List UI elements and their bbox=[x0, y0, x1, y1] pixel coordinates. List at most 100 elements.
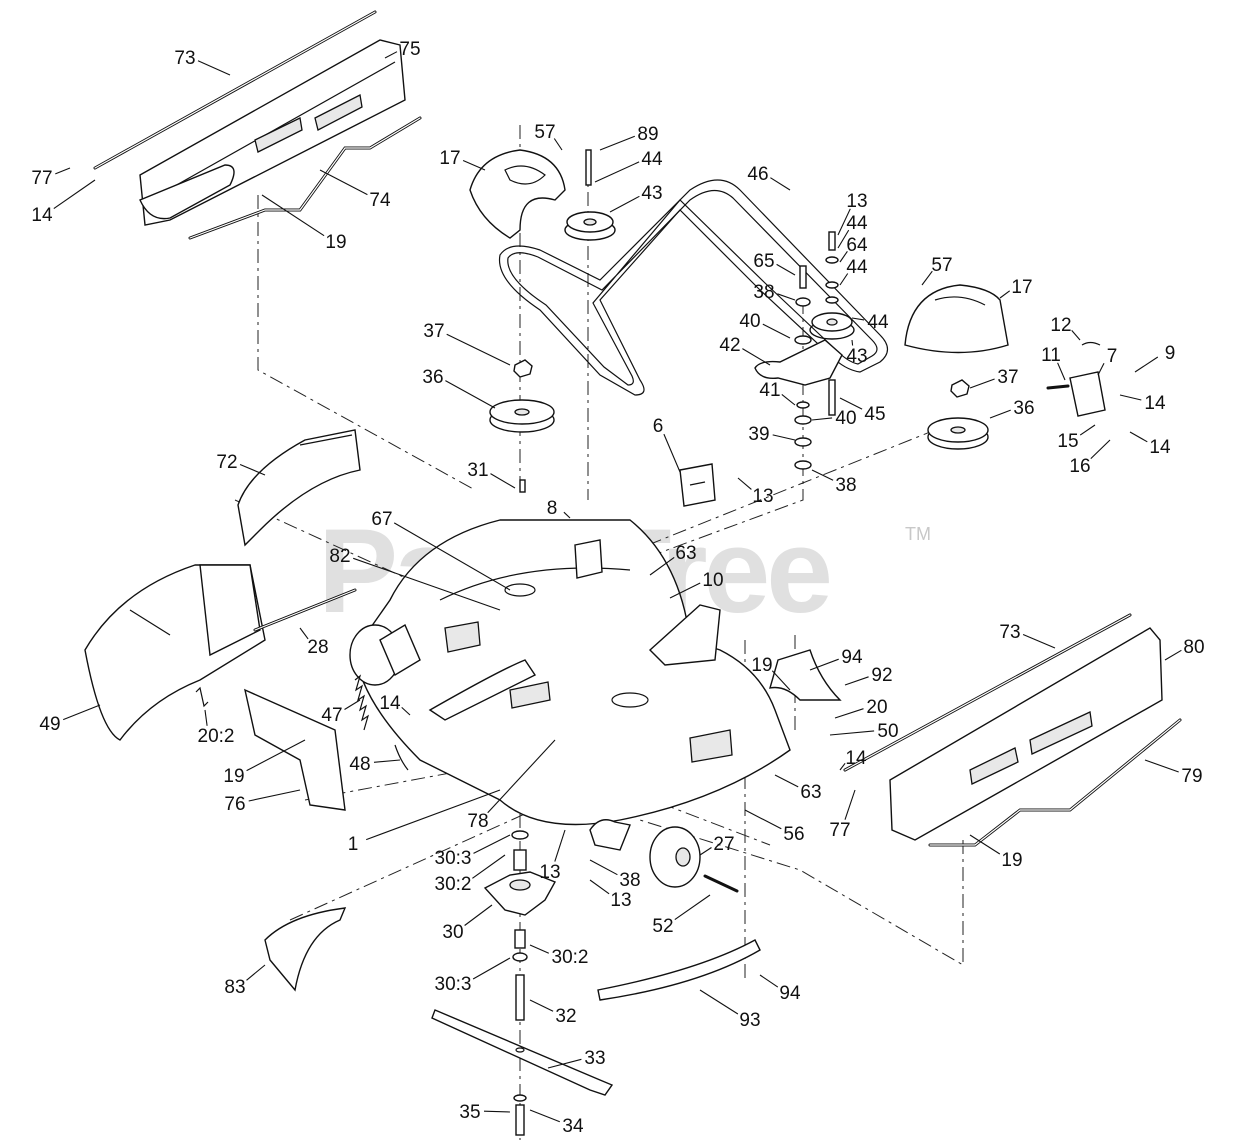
callout-leader-line bbox=[921, 270, 933, 286]
deflector-top bbox=[469, 149, 566, 239]
callout-label: 28 bbox=[307, 637, 328, 658]
callout-label: 14 bbox=[31, 205, 53, 226]
callout-leader-line bbox=[472, 854, 506, 879]
callout-73: 73 bbox=[999, 622, 1056, 649]
callout-label: 63 bbox=[800, 782, 821, 803]
callout-44: 44 bbox=[837, 213, 868, 249]
callout-label: 78 bbox=[467, 811, 488, 832]
discharge-chute-72 bbox=[237, 429, 361, 547]
callout-57: 57 bbox=[534, 122, 563, 151]
callout-leader-line bbox=[811, 417, 833, 421]
callout-leader-line bbox=[529, 999, 554, 1012]
callout-leader-line bbox=[839, 762, 846, 771]
baffle-93 bbox=[597, 939, 761, 1001]
callout-label: 15 bbox=[1057, 431, 1078, 452]
callout-label: 44 bbox=[867, 312, 889, 333]
callout-43: 43 bbox=[609, 183, 663, 213]
callout-leader-line bbox=[589, 879, 610, 895]
callout-label: 30:3 bbox=[435, 974, 472, 995]
callout-leader-line bbox=[774, 774, 799, 788]
spring-47 bbox=[195, 674, 370, 731]
callout-label: 16 bbox=[1069, 456, 1090, 477]
callout-leader-line bbox=[599, 135, 636, 151]
callout-leader-line bbox=[473, 834, 511, 854]
callout-leader-line bbox=[594, 161, 640, 183]
callout-leader-line bbox=[490, 473, 516, 489]
callout-label: 77 bbox=[829, 820, 850, 841]
callout-leader-line bbox=[839, 397, 863, 410]
callout-48: 48 bbox=[349, 754, 401, 775]
callout-leader-line bbox=[772, 434, 796, 441]
idler-arm-bracket bbox=[754, 339, 843, 386]
callout-leader-line bbox=[1134, 356, 1159, 373]
callout-41: 41 bbox=[759, 380, 796, 406]
callout-label: 30:3 bbox=[435, 848, 472, 869]
callout-label: 31 bbox=[467, 460, 488, 481]
callout-14: 14 bbox=[839, 748, 867, 771]
callout-leader-line bbox=[344, 699, 361, 710]
callout-37: 37 bbox=[969, 367, 1019, 389]
baffle-92 bbox=[769, 649, 842, 701]
callout-63: 63 bbox=[774, 774, 822, 803]
callout-label: 13 bbox=[752, 486, 773, 507]
callout-leader-line bbox=[319, 169, 368, 196]
callout-leader-line bbox=[1090, 439, 1111, 459]
callout-label: 20 bbox=[866, 697, 887, 718]
callout-leader-line bbox=[844, 789, 856, 820]
callout-leader-line bbox=[1129, 431, 1148, 443]
callout-8: 8 bbox=[547, 498, 571, 519]
callout-12: 12 bbox=[1050, 315, 1081, 341]
callout-label: 74 bbox=[369, 190, 391, 211]
spindle-pulley-right bbox=[927, 417, 989, 450]
blade-33 bbox=[431, 1009, 614, 1096]
callout-34: 34 bbox=[529, 1109, 584, 1137]
callout-leader-line bbox=[809, 658, 839, 671]
callout-30: 30 bbox=[442, 904, 493, 943]
callout-31: 31 bbox=[467, 460, 516, 489]
callout-63: 63 bbox=[649, 543, 697, 576]
callout-52: 52 bbox=[652, 894, 711, 937]
callout-label: 82 bbox=[329, 546, 350, 567]
callout-label: 48 bbox=[349, 754, 370, 775]
callout-94: 94 bbox=[759, 974, 801, 1004]
callout-label: 44 bbox=[846, 213, 868, 234]
callout-label: 42 bbox=[719, 335, 740, 356]
callout-leader-line bbox=[563, 511, 571, 519]
nut-37 bbox=[513, 359, 970, 398]
callout-43: 43 bbox=[846, 339, 868, 367]
callout-leader-line bbox=[472, 957, 511, 980]
callout-label: 17 bbox=[1011, 277, 1032, 298]
callout-label: 17 bbox=[439, 148, 460, 169]
callout-label: 80 bbox=[1183, 637, 1204, 658]
callout-label: 83 bbox=[224, 977, 245, 998]
callout-label: 47 bbox=[321, 705, 342, 726]
callout-label: 79 bbox=[1181, 766, 1202, 787]
callout-label: 30:2 bbox=[435, 874, 472, 895]
rear-bag-49 bbox=[84, 564, 266, 741]
callout-leader-line bbox=[837, 229, 850, 249]
callout-leader-line bbox=[759, 974, 779, 988]
callout-label: 73 bbox=[174, 48, 195, 69]
callout-leader-line bbox=[699, 989, 739, 1015]
callout-44: 44 bbox=[839, 257, 868, 286]
drive-belt bbox=[498, 179, 889, 396]
callout-leader-line bbox=[781, 393, 796, 406]
callout-label: 13 bbox=[539, 862, 560, 883]
callout-leader-line bbox=[373, 759, 401, 763]
callout-16: 16 bbox=[1069, 439, 1111, 477]
lever-bracket-48 bbox=[394, 659, 551, 771]
callout-36: 36 bbox=[989, 398, 1035, 419]
spindle-pulley-left bbox=[489, 399, 555, 433]
callout-label: 30:2 bbox=[552, 947, 589, 968]
bolt-34-35 bbox=[513, 1094, 527, 1136]
callout-20-2: 20:2 bbox=[198, 709, 234, 747]
callout-leader-line bbox=[246, 739, 306, 772]
callout-19: 19 bbox=[969, 834, 1023, 871]
callout-44: 44 bbox=[594, 149, 663, 183]
callout-45: 45 bbox=[839, 397, 886, 425]
callout-leader-line bbox=[299, 627, 309, 640]
callout-label: 14 bbox=[379, 693, 401, 714]
callout-30-3: 30:3 bbox=[435, 834, 511, 869]
callout-36: 36 bbox=[422, 367, 496, 409]
